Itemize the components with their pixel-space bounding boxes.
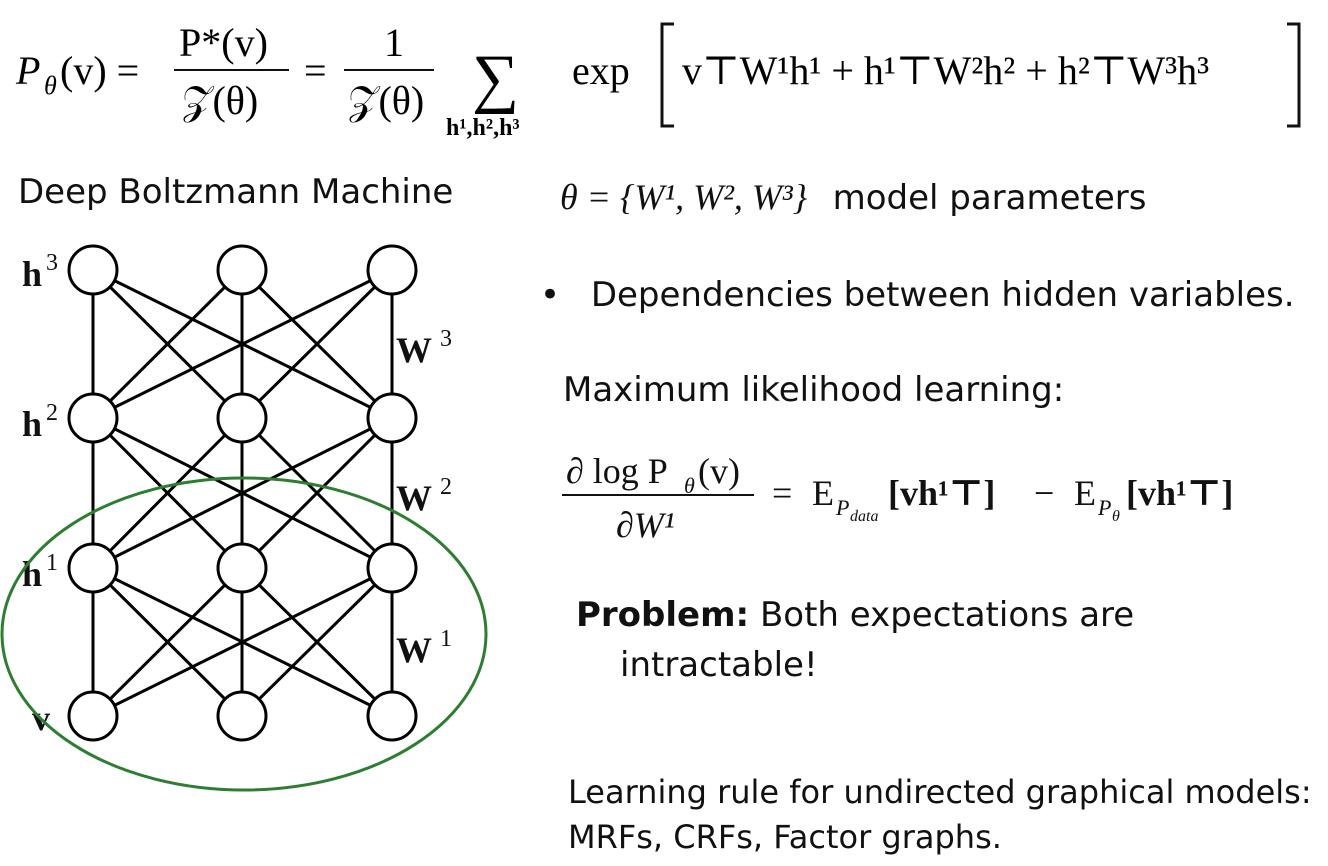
edge bbox=[92, 268, 393, 420]
dbm-network-diagram: h 3 h 2 h 1 v W 3 W 2 W 1 bbox=[0, 244, 488, 792]
formula-right-bracket bbox=[1287, 22, 1301, 128]
bullet-line: • Dependencies between hidden variables. bbox=[540, 275, 1295, 315]
label-w2: W bbox=[396, 478, 432, 518]
formula-eq: = bbox=[304, 48, 327, 93]
gradient-term1: [vh¹⊤] bbox=[888, 473, 995, 513]
network-nodes bbox=[67, 244, 418, 742]
formula-sum-symbol: ∑ bbox=[472, 42, 519, 115]
node-h1-1 bbox=[67, 542, 119, 594]
edge bbox=[91, 268, 244, 420]
label-w3-sup: 3 bbox=[440, 326, 452, 352]
gradient-e1-sub: P bbox=[835, 495, 849, 520]
formula-lhs-arg: (v) = bbox=[60, 48, 139, 93]
label-h2: h bbox=[22, 404, 42, 444]
label-h2-sup: 2 bbox=[46, 400, 58, 426]
gradient-e2-sub: P bbox=[1097, 495, 1111, 520]
label-h1-sup: 1 bbox=[46, 550, 58, 576]
edge bbox=[240, 268, 394, 420]
label-w3: W bbox=[396, 330, 432, 370]
gradient-term2: [vh¹⊤] bbox=[1126, 473, 1233, 513]
formula-exp-body: v⊤W¹h¹ + h¹⊤W²h² + h²⊤W³h³ bbox=[682, 48, 1209, 93]
node-h3-2 bbox=[216, 244, 268, 296]
bullet-icon: • bbox=[540, 275, 561, 315]
formula-lhs: P bbox=[15, 48, 40, 93]
gradient-num-sub: θ bbox=[684, 473, 695, 498]
edge bbox=[92, 416, 393, 570]
gradient-num: ∂ log P bbox=[566, 451, 668, 491]
formula-left-bracket bbox=[660, 22, 674, 128]
problem-text: Both expectations are bbox=[759, 595, 1135, 635]
gradient-e1-subsub: data bbox=[850, 508, 878, 525]
edge bbox=[240, 566, 394, 718]
edge bbox=[92, 566, 393, 718]
node-h1-3 bbox=[366, 542, 418, 594]
gradient-e1: E bbox=[812, 473, 834, 513]
problem-statement: Problem: Both expectations are intractab… bbox=[576, 590, 1134, 690]
ml-title: Maximum likelihood learning: bbox=[563, 370, 1065, 410]
node-h1-2 bbox=[216, 542, 268, 594]
bullet-text: Dependencies between hidden variables. bbox=[590, 275, 1295, 315]
gradient-eq: = bbox=[772, 473, 792, 513]
formula-frac2-den: 𝒵(θ) bbox=[348, 78, 424, 123]
theta-description: model parameters bbox=[832, 178, 1147, 218]
node-h3-1 bbox=[67, 244, 119, 296]
label-w1: W bbox=[396, 630, 432, 670]
formula-sum-sub: h¹,h²,h³ bbox=[446, 115, 520, 140]
formula-lhs-sub: θ bbox=[44, 71, 57, 100]
formula-exp: exp bbox=[572, 48, 630, 93]
theta-expression: θ = {W¹, W², W³} bbox=[560, 177, 808, 217]
node-h2-2 bbox=[216, 392, 268, 444]
node-h2-1 bbox=[67, 392, 119, 444]
formula-frac1-den: 𝒵(θ) bbox=[182, 78, 258, 123]
learning-rule: Learning rule for undirected graphical m… bbox=[568, 770, 1312, 860]
theta-line: θ = {W¹, W², W³} model parameters bbox=[560, 176, 1146, 232]
edge bbox=[240, 416, 394, 570]
gradient-e2-subsub: θ bbox=[1112, 508, 1120, 525]
gradient-num-arg: (v) bbox=[698, 451, 740, 491]
label-h3: h bbox=[22, 254, 42, 294]
edge bbox=[91, 566, 244, 718]
learning-rule-line2: MRFs, CRFs, Factor graphs. bbox=[568, 818, 1002, 856]
gradient-e2: E bbox=[1074, 473, 1096, 513]
label-w1-sup: 1 bbox=[440, 626, 452, 652]
node-h3-3 bbox=[366, 244, 418, 296]
gradient-formula: ∂ log P θ (v) ∂W¹ = E P data [vh¹⊤] − E … bbox=[562, 451, 1233, 545]
label-h3-sup: 3 bbox=[46, 250, 58, 276]
gradient-minus: − bbox=[1034, 473, 1054, 513]
node-h2-3 bbox=[366, 392, 418, 444]
formula-frac1-num: P*(v) bbox=[179, 20, 268, 65]
problem-text-2: intractable! bbox=[620, 645, 818, 685]
node-v-3 bbox=[366, 690, 418, 742]
joint-probability-formula: P θ (v) = P*(v) 𝒵(θ) = 1 𝒵(θ) ∑ h¹,h²,h³… bbox=[15, 20, 1301, 140]
label-w2-sup: 2 bbox=[440, 474, 452, 500]
node-v-2 bbox=[216, 690, 268, 742]
edge bbox=[91, 416, 244, 570]
highlight-ellipse bbox=[0, 476, 488, 792]
gradient-den: ∂W¹ bbox=[616, 505, 675, 545]
dbm-title: Deep Boltzmann Machine bbox=[18, 172, 454, 212]
formula-frac2-num: 1 bbox=[384, 20, 404, 65]
learning-rule-line1: Learning rule for undirected graphical m… bbox=[568, 773, 1312, 811]
node-v-1 bbox=[67, 690, 119, 742]
problem-label: Problem: bbox=[576, 595, 750, 635]
